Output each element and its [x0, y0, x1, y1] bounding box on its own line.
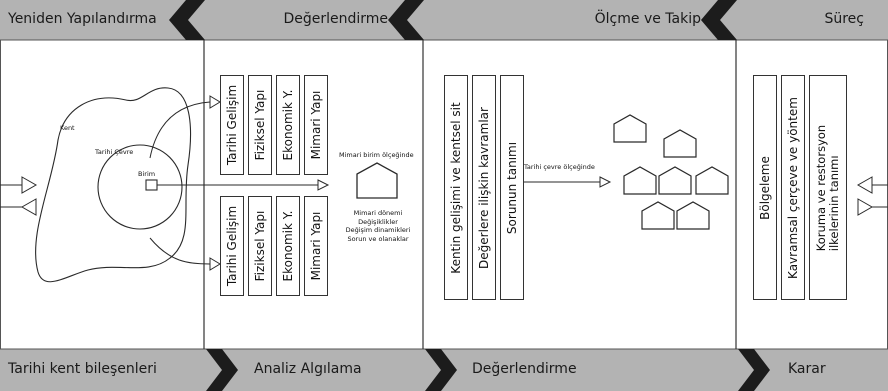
bottom-chevron-2 — [425, 349, 457, 391]
left-arrow-left — [20, 198, 37, 216]
top-chevron-2 — [388, 0, 424, 40]
environment-arrow — [599, 176, 612, 188]
unit-scale-notes: Mimari dönemi Değişiklikler Değişim dina… — [338, 209, 418, 243]
right-arrow-left — [856, 176, 873, 194]
top-chevron-1 — [169, 0, 205, 40]
note-dynamics: Değişim dinamikleri — [345, 226, 411, 234]
historic-environment-label: Tarihi Çevre — [95, 148, 134, 156]
bottom-chevron-1 — [206, 349, 238, 391]
bottom-label-components: Tarihi kent bileşenleri — [8, 361, 157, 377]
analysis-box-lower-history: Tarihi Gelişim — [220, 196, 244, 296]
analysis-box-lower-economic: Ekonomik Y. — [276, 196, 300, 296]
bottom-label-evaluation: Değerlendirme — [472, 361, 577, 377]
top-band — [0, 0, 888, 40]
house-icon — [356, 162, 398, 199]
analysis-box-upper-history: Tarihi Gelişim — [220, 75, 244, 175]
house-icon-cluster-7 — [676, 201, 710, 230]
top-label-measure: Ölçme ve Takip — [594, 11, 701, 27]
historic-environment-circle — [97, 144, 183, 230]
analysis-box-upper-architecture: Mimari Yapı — [304, 75, 328, 175]
evaluation-box-problem-definition: Sorunun tanımı — [500, 75, 524, 300]
decision-box-framework: Kavramsal çerçeve ve yöntem — [781, 75, 805, 300]
top-chevron-3 — [701, 0, 737, 40]
bottom-chevron-3 — [738, 349, 770, 391]
analysis-box-lower-architecture: Mimari Yapı — [304, 196, 328, 296]
house-icon-cluster-6 — [641, 201, 675, 230]
curve-lower — [149, 237, 211, 265]
decision-box-zoning: Bölgeleme — [753, 75, 777, 300]
analysis-box-upper-physical: Fiziksel Yapı — [248, 75, 272, 175]
note-problems: Sorun ve olanaklar — [347, 234, 409, 243]
top-label-process: Süreç — [824, 11, 864, 27]
bottom-label-decision: Karar — [788, 361, 826, 377]
decision-box-principles: Koruma ve restorsyon ilkelerinin tanımı — [809, 75, 847, 300]
house-icon-cluster-5 — [695, 166, 729, 195]
unit-arrow — [317, 179, 330, 191]
environment-scale-label: Tarihi çevre ölçeğinde — [524, 163, 595, 171]
analysis-box-lower-physical: Fiziksel Yapı — [248, 196, 272, 296]
house-icon-cluster-4 — [658, 166, 692, 195]
top-label-restructure: Yeniden Yapılandırma — [8, 11, 157, 27]
unit-label: Birim — [138, 170, 156, 178]
house-icon-cluster-1 — [613, 114, 647, 143]
analysis-box-upper-economic: Ekonomik Y. — [276, 75, 300, 175]
note-changes: Değişiklikler — [358, 217, 398, 226]
city-label: Kent — [60, 124, 75, 132]
principles-line-2: ilkelerinin tanımı — [827, 154, 841, 251]
right-arrow-right — [857, 198, 874, 216]
left-arrow-right — [21, 176, 38, 194]
house-icon-cluster-2 — [663, 129, 697, 158]
evaluation-box-value-concepts: Değerlere ilişkin kavramlar — [472, 75, 496, 300]
unit-scale-label: Mimari birim ölçeğinde — [339, 151, 414, 159]
evaluation-box-urban-site: Kentin gelişimi ve kentsel sit — [444, 75, 468, 300]
city-outline — [35, 87, 192, 283]
house-icon-cluster-3 — [623, 166, 657, 195]
curve-upper — [149, 101, 211, 159]
top-label-evaluation: Değerlendirme — [283, 11, 388, 27]
note-period: Mimari dönemi — [353, 209, 403, 217]
bottom-label-analysis: Analiz Algılama — [254, 361, 362, 377]
unit-square — [145, 179, 158, 191]
